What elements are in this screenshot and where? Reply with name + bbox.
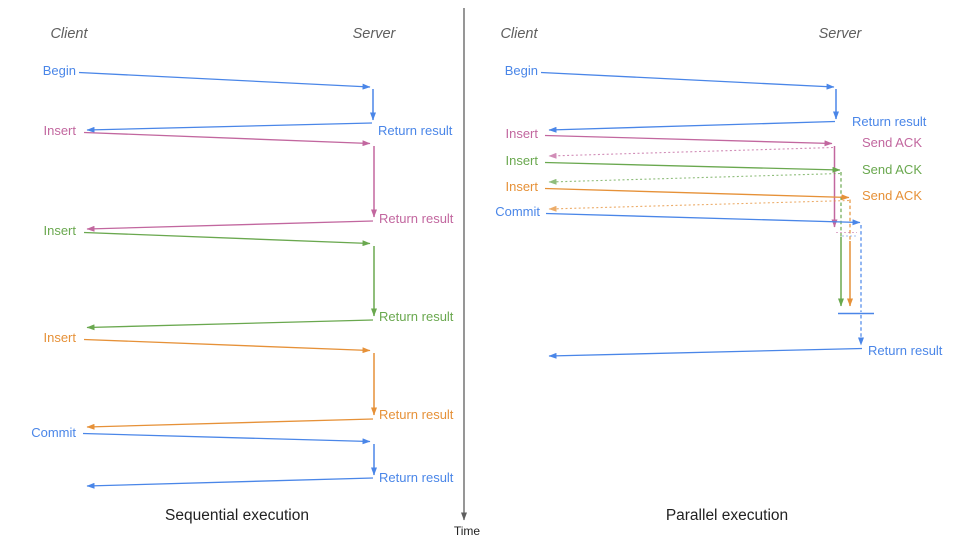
- seq-op-label-commit: Commit: [31, 425, 76, 440]
- par-ack-label-insert-2: Send ACK: [862, 162, 922, 177]
- par-return-label-begin: Return result: [852, 114, 927, 129]
- par-op-label-insert-2: Insert: [505, 153, 538, 168]
- par-send-arrow-begin: [540, 71, 835, 90]
- seq-return-label-begin: Return result: [378, 123, 453, 138]
- par-server-header: Server: [819, 26, 863, 42]
- par-return-label-commit: Return result: [868, 343, 943, 358]
- sequential-panel: Client Server Begin Return result Insert…: [31, 26, 454, 524]
- par-return-arrow-commit: [548, 347, 863, 359]
- par-return-arrow-begin: [548, 120, 836, 133]
- seq-client-header: Client: [50, 26, 88, 42]
- seq-return-arrow-insert-2: [86, 319, 374, 331]
- par-send-arrow-commit: [545, 212, 861, 226]
- par-op-label-begin: Begin: [505, 63, 538, 78]
- par-op-label-commit: Commit: [495, 204, 540, 219]
- seq-return-arrow-insert-3: [86, 418, 374, 430]
- parallel-title: Parallel execution: [666, 507, 788, 524]
- time-axis-label: Time: [454, 524, 481, 538]
- par-ack-label-insert-3: Send ACK: [862, 188, 922, 203]
- seq-send-arrow-commit: [82, 432, 371, 445]
- seq-op-label-insert-3: Insert: [43, 330, 76, 345]
- seq-return-label-insert-3: Return result: [379, 407, 454, 422]
- par-client-header: Client: [500, 26, 538, 42]
- par-send-arrow-insert-3: [544, 187, 850, 201]
- par-op-label-insert-1: Insert: [505, 126, 538, 141]
- sequential-title: Sequential execution: [165, 507, 309, 524]
- seq-send-arrow-insert-3: [83, 338, 371, 354]
- par-ack-arrow-insert-2: [548, 172, 841, 185]
- par-send-arrow-insert-1: [544, 134, 833, 147]
- seq-send-arrow-insert-2: [83, 231, 371, 247]
- parallel-panel: Client Server Begin Return result Insert…: [495, 26, 943, 524]
- seq-return-label-insert-1: Return result: [379, 211, 454, 226]
- par-op-label-insert-3: Insert: [505, 179, 538, 194]
- seq-return-label-insert-2: Return result: [379, 309, 454, 324]
- par-send-arrow-insert-2: [544, 161, 841, 173]
- seq-return-label-commit: Return result: [379, 470, 454, 485]
- seq-send-arrow-insert-1: [83, 131, 371, 147]
- par-ack-label-insert-1: Send ACK: [862, 135, 922, 150]
- seq-op-label-insert-1: Insert: [43, 123, 76, 138]
- seq-return-arrow-begin: [86, 122, 373, 133]
- seq-op-label-begin: Begin: [43, 63, 76, 78]
- par-ack-arrow-insert-1: [548, 146, 834, 159]
- seq-return-arrow-commit: [86, 477, 374, 489]
- seq-send-arrow-begin: [78, 71, 371, 90]
- par-ack-arrow-insert-3: [548, 199, 850, 212]
- seq-return-arrow-insert-1: [86, 220, 374, 232]
- seq-op-label-insert-2: Insert: [43, 223, 76, 238]
- seq-server-header: Server: [353, 26, 397, 42]
